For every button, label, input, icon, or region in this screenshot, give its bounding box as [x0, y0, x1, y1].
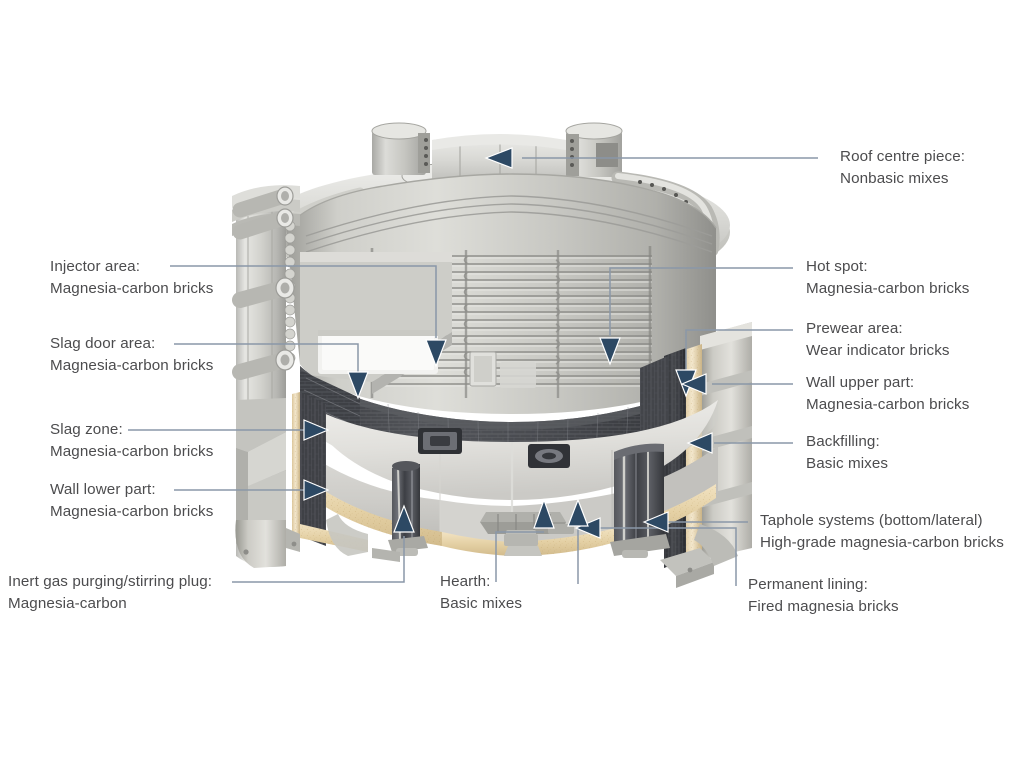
arrowhead-hearth: [533, 498, 555, 529]
label-wall-lower-part: Wall lower part: Magnesia-carbon bricks: [50, 479, 213, 522]
label-hearth-title: Hearth:: [440, 573, 491, 590]
label-backfilling-material: Basic mixes: [806, 454, 889, 472]
label-prewear-area-material: Wear indicator bricks: [806, 341, 950, 359]
taphole-plug-right: [610, 443, 670, 558]
slag-door-brick-section: [299, 370, 361, 448]
inert-gas-purging-plug-left: [388, 461, 428, 556]
label-slag-zone-title: Slag zone:: [50, 421, 123, 438]
right-wall-cutaway-layers: [640, 322, 752, 588]
label-permanent-lining-material: Fired magnesia bricks: [748, 597, 899, 615]
leader-inert-gas-purging-plug: [232, 536, 405, 583]
left-injector-column: [232, 185, 300, 568]
arrowhead-hot-spot: [599, 337, 621, 366]
label-inert-gas-purging-plug-material: Magnesia-carbon: [8, 594, 127, 612]
label-prewear-area-title: Prewear area:: [806, 320, 903, 337]
right-brick-cut-face: [664, 364, 718, 438]
leader-prewear-area: [685, 329, 793, 370]
leader-hot-spot: [609, 267, 793, 336]
label-taphole-systems: Taphole systems (bottom/lateral) High-gr…: [760, 510, 1004, 553]
arrowhead-inert-gas-purging-plug: [393, 504, 415, 533]
label-slag-zone-material: Magnesia-carbon bricks: [50, 442, 214, 460]
label-wall-upper-part-material: Magnesia-carbon bricks: [806, 395, 970, 413]
label-prewear-area: Prewear area: Wear indicator bricks: [806, 318, 950, 361]
arrowhead-injector-area: [425, 339, 447, 368]
label-taphole-systems-title: Taphole systems (bottom/lateral): [760, 512, 983, 529]
arrowhead-hearth-secondary: [567, 498, 589, 527]
label-roof-centre-piece-title: Roof centre piece:: [840, 148, 966, 165]
label-roof-centre-piece: Roof centre piece: Nonbasic mixes: [840, 146, 965, 189]
left-wall-cutaway-layers: [286, 392, 368, 552]
arrowhead-roof-centre-piece: [484, 147, 513, 169]
hearth-centre-fitting: [480, 512, 566, 539]
label-injector-area-material: Magnesia-carbon bricks: [50, 279, 214, 297]
label-hot-spot-material: Magnesia-carbon bricks: [806, 279, 970, 297]
arrowhead-prewear-area: [675, 369, 697, 398]
leader-permanent-lining: [598, 527, 737, 586]
lower-shell-skirt: [326, 514, 400, 562]
hearth-bowl: [300, 400, 718, 558]
label-injector-area: Injector area: Magnesia-carbon bricks: [50, 256, 213, 299]
bottom-taphole-plate: [418, 428, 462, 454]
label-taphole-systems-material: High-grade magnesia-carbon bricks: [760, 533, 1004, 551]
label-backfilling: Backfilling: Basic mixes: [806, 431, 888, 474]
refractory-brick-ring: [299, 352, 718, 466]
label-inert-gas-purging-plug: Inert gas purging/stirring plug: Magnesi…: [8, 571, 212, 614]
label-inert-gas-purging-plug-title: Inert gas purging/stirring plug:: [8, 573, 213, 590]
label-wall-lower-part-material: Magnesia-carbon bricks: [50, 502, 214, 520]
label-wall-lower-part-title: Wall lower part:: [50, 481, 156, 498]
bottom-fittings: [504, 524, 574, 556]
label-hearth: Hearth: Basic mixes: [440, 571, 522, 614]
label-wall-upper-part: Wall upper part: Magnesia-carbon bricks: [806, 372, 969, 415]
label-slag-door-area-title: Slag door area:: [50, 335, 156, 352]
label-permanent-lining: Permanent lining: Fired magnesia bricks: [748, 574, 899, 617]
arrowhead-slag-door-area: [347, 371, 369, 400]
furnace-roof: [261, 122, 730, 294]
label-backfilling-title: Backfilling:: [806, 433, 880, 450]
label-roof-centre-piece-material: Nonbasic mixes: [840, 169, 949, 187]
arrowhead-backfilling: [686, 432, 713, 454]
arrowhead-wall-upper-part: [680, 373, 707, 395]
bottom-taphole-plate-2: [528, 444, 570, 468]
arrowhead-taphole-systems: [642, 511, 669, 533]
label-hot-spot-title: Hot spot:: [806, 258, 868, 275]
label-hot-spot: Hot spot: Magnesia-carbon bricks: [806, 256, 969, 299]
arrowhead-slag-zone: [303, 419, 330, 441]
label-permanent-lining-title: Permanent lining:: [748, 576, 868, 593]
label-slag-door-area-material: Magnesia-carbon bricks: [50, 356, 214, 374]
label-wall-upper-part-title: Wall upper part:: [806, 374, 915, 391]
arrowhead-permanent-lining: [574, 517, 601, 539]
label-injector-area-title: Injector area:: [50, 258, 141, 275]
label-slag-zone: Slag zone: Magnesia-carbon bricks: [50, 419, 213, 462]
label-slag-door-area: Slag door area: Magnesia-carbon bricks: [50, 333, 213, 376]
arrowhead-wall-lower-part: [303, 479, 330, 501]
water-cooled-upper-shell: [285, 173, 717, 414]
label-hearth-material: Basic mixes: [440, 594, 523, 612]
injector-nozzle: [232, 186, 294, 218]
